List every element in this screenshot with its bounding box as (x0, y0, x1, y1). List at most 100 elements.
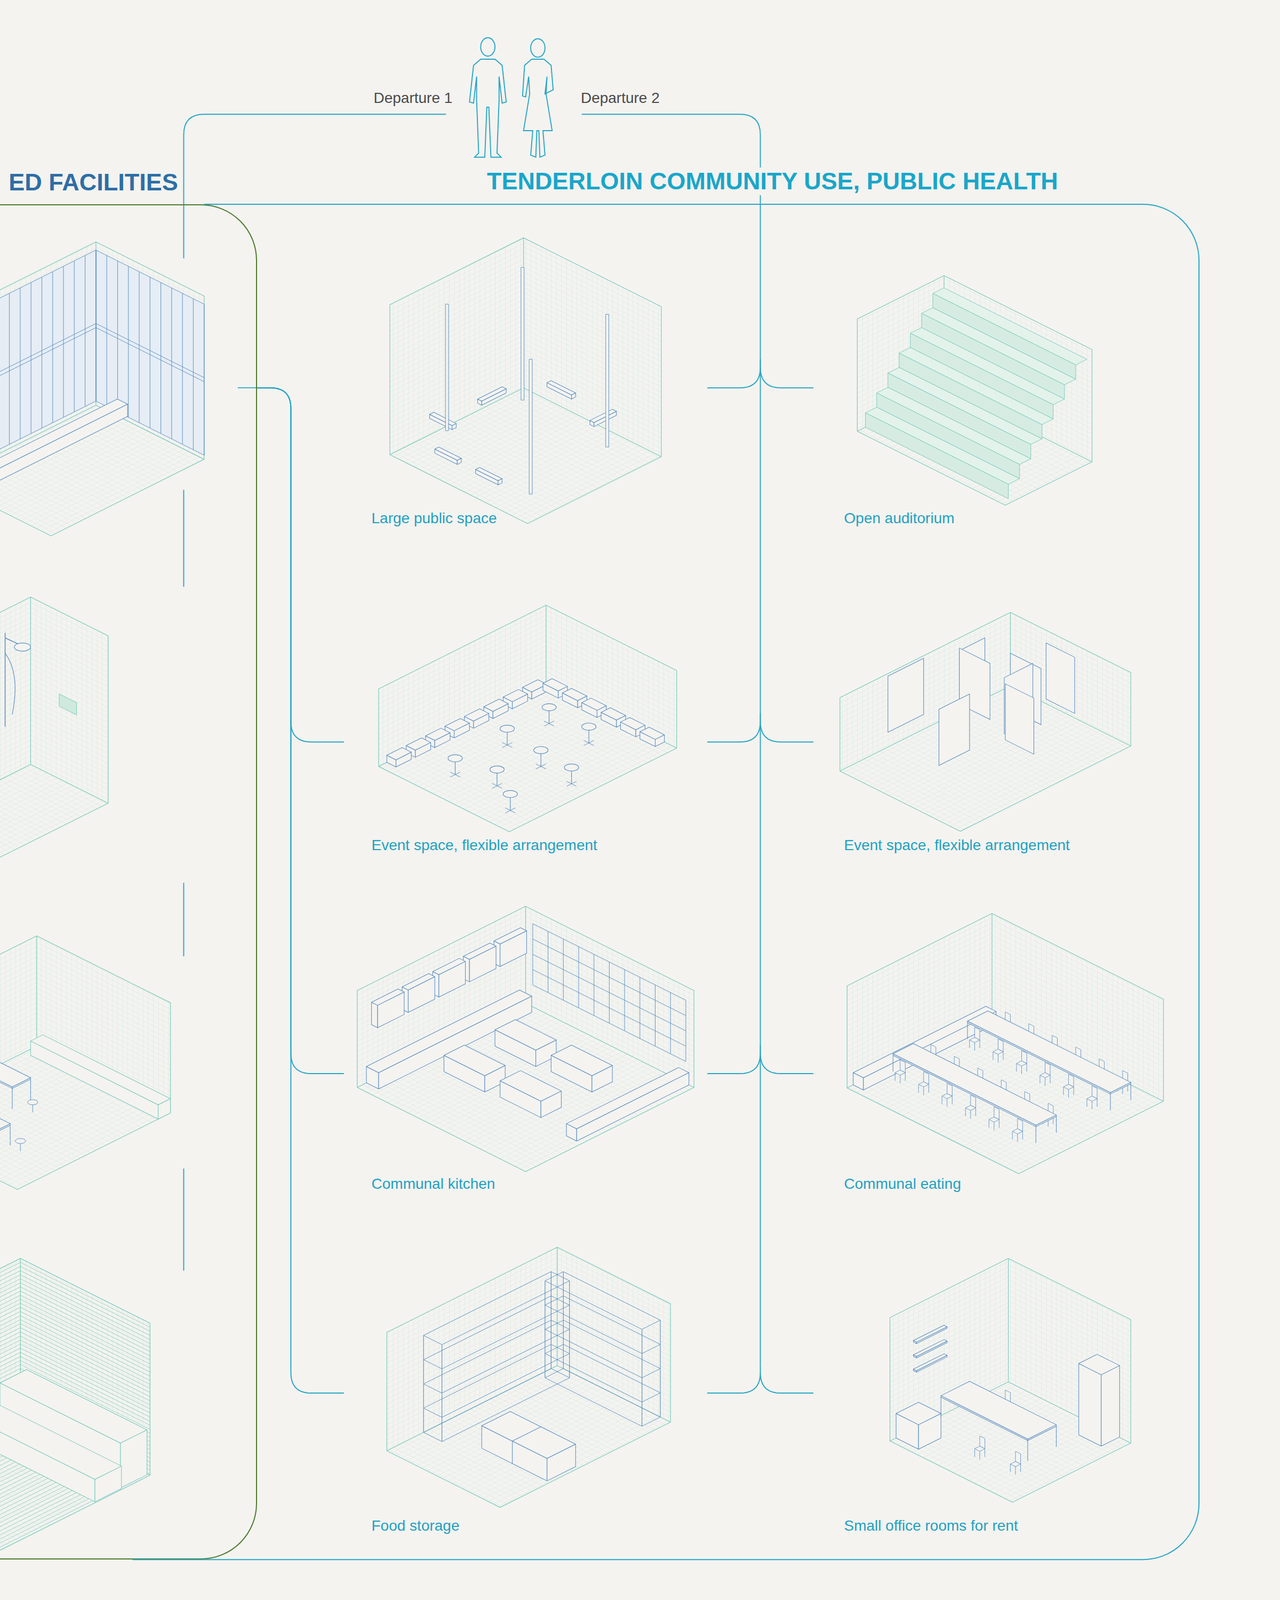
room-floor (378, 682, 677, 832)
room-card: Communal kitchen (344, 898, 708, 1197)
table-foot (584, 740, 595, 746)
table-top (0, 1095, 11, 1133)
chair-leg (1021, 1066, 1022, 1075)
room-caption: Food storage (371, 1516, 462, 1539)
table-foot (566, 781, 577, 787)
furniture-box (493, 927, 527, 944)
column-post (605, 314, 610, 447)
room-outline (890, 1258, 1132, 1502)
chair-seat (993, 1049, 1004, 1055)
room-card: Food storage (344, 1240, 708, 1539)
sauna-slat (20, 1311, 150, 1377)
cubby-divider (578, 946, 580, 1008)
room-floor (389, 387, 662, 524)
chair-leg (1016, 1063, 1017, 1072)
rack-shelf (545, 1271, 661, 1330)
table-leg (1109, 1093, 1111, 1111)
chair-leg (975, 1107, 976, 1116)
room-caption: Open auditorium (844, 509, 957, 531)
cubby-divider (639, 977, 640, 1039)
wall-panel (59, 693, 77, 715)
table-leg (1035, 1126, 1037, 1144)
table-foot (544, 721, 555, 727)
furniture-box (475, 467, 503, 481)
room-floor (0, 764, 109, 880)
chair-leg (993, 1122, 995, 1131)
chair-leg (1086, 1098, 1087, 1107)
shower-hose (5, 653, 16, 715)
chair-leg (998, 1119, 1000, 1128)
zone-outline (254, 204, 1199, 1560)
column-post (529, 359, 533, 495)
furniture-box (425, 728, 451, 741)
cubby-divider (685, 1000, 686, 1062)
chair-leg (1017, 1133, 1018, 1142)
room-card: Event space, flexible arrangement (813, 596, 1174, 858)
locker-door (19, 288, 21, 439)
sauna-slat (20, 1294, 150, 1360)
table-foot (450, 772, 461, 778)
chair-leg (965, 1107, 966, 1116)
chair-seat (894, 1069, 906, 1076)
room-caption: Communal eating (844, 1174, 964, 1197)
room-outline (0, 242, 205, 536)
chair-leg (923, 1086, 924, 1095)
table-foot (544, 721, 555, 727)
locker-door (139, 271, 140, 423)
locker-door (193, 298, 194, 450)
connector (707, 359, 814, 389)
sauna-slat (20, 1286, 150, 1352)
furniture-box (444, 718, 470, 731)
chair-leg (979, 1040, 981, 1048)
furniture-box (0, 404, 128, 483)
locker-door (95, 250, 96, 402)
rack-shelf (423, 1271, 570, 1345)
zone-heading: TENDERLOIN COMMUNITY USE, PUBLIC HEALTH (483, 167, 1062, 196)
connector (707, 1045, 814, 1075)
table-leg (1027, 1440, 1028, 1461)
round-table (502, 790, 518, 798)
connector (257, 387, 344, 1394)
furniture-box (402, 973, 435, 991)
chair-seat (1063, 1084, 1074, 1090)
locker-door (203, 304, 205, 455)
sauna-slat (20, 1307, 150, 1373)
room-caption: Communal kitchen (371, 1174, 498, 1197)
furniture-box (1101, 1365, 1120, 1446)
table-foot (491, 783, 502, 789)
cubby-divider (593, 954, 595, 1016)
sauna-slat (20, 1282, 150, 1348)
chair-leg (988, 1119, 990, 1128)
chair-seat (965, 1105, 976, 1111)
furniture-box (432, 958, 466, 975)
cubby-divider (654, 985, 656, 1047)
chair-leg (1039, 1075, 1040, 1084)
room-floor (357, 1003, 694, 1172)
furniture-box (500, 1070, 562, 1101)
chair-leg (946, 1098, 948, 1107)
locker-door (106, 255, 108, 407)
chair-leg (905, 1072, 906, 1081)
chair-seat (988, 1116, 999, 1123)
shower-pipe (4, 632, 6, 727)
chair-leg (894, 1072, 896, 1081)
table-leg (940, 1397, 942, 1418)
rack-shelf (423, 1296, 570, 1370)
cubby-divider (670, 992, 671, 1054)
stair-riser (865, 412, 1009, 499)
sauna-slat (20, 1278, 150, 1344)
table-top (967, 1010, 1131, 1093)
furniture-box (0, 398, 128, 471)
room-outline (840, 612, 1131, 831)
stool (15, 1138, 26, 1144)
table-foot (566, 781, 577, 787)
furniture-box (30, 1034, 171, 1105)
round-table (490, 765, 505, 773)
table-foot (501, 742, 512, 748)
locker-door (95, 250, 96, 402)
chair-leg (1068, 1089, 1069, 1098)
chair-seat (918, 1081, 929, 1087)
table-leg (10, 1125, 11, 1146)
furniture-box (542, 678, 568, 692)
